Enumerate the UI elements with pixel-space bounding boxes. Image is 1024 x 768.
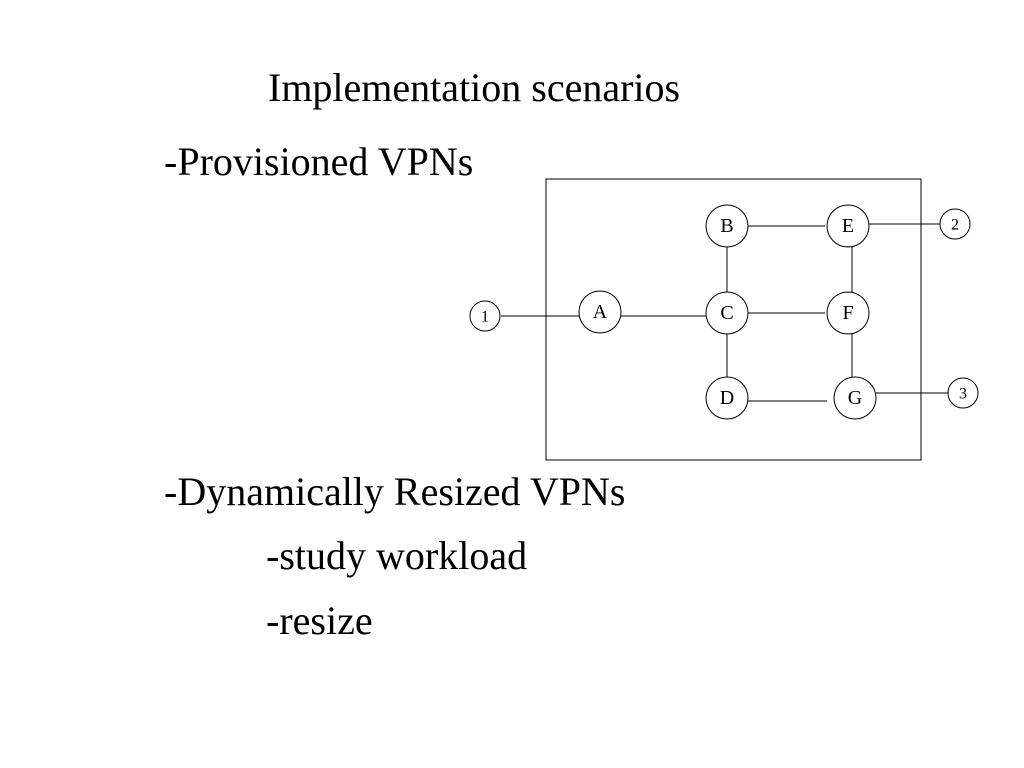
node-C-label: C	[720, 302, 733, 324]
bullet-provisioned-vpns: -Provisioned VPNs	[164, 139, 474, 184]
slide-title: Implementation scenarios	[268, 65, 681, 110]
node-F: F	[826, 291, 870, 335]
endpoint-3-label: 3	[959, 386, 967, 403]
sub-bullet-resize: -resize	[266, 598, 373, 643]
node-E-label: E	[842, 215, 854, 237]
endpoint-3: 3	[947, 377, 979, 409]
node-D: D	[705, 376, 749, 420]
bullet-dynamically-resized-vpns: -Dynamically Resized VPNs	[164, 469, 626, 514]
endpoint-2-label: 2	[951, 217, 959, 234]
endpoint-1-label: 1	[481, 309, 489, 326]
node-C: C	[705, 291, 749, 335]
endpoint-1: 1	[469, 300, 501, 332]
node-E: E	[826, 204, 870, 248]
node-D-label: D	[720, 387, 734, 409]
network-boundary	[545, 178, 922, 461]
node-F-label: F	[842, 302, 853, 324]
node-B: B	[705, 204, 749, 248]
node-B-label: B	[720, 215, 733, 237]
node-G: G	[833, 376, 877, 420]
node-A-label: A	[593, 301, 608, 323]
node-G-label: G	[848, 387, 862, 409]
node-A: A	[578, 290, 622, 334]
sub-bullet-study-workload: -study workload	[266, 533, 528, 578]
endpoint-2: 2	[939, 208, 971, 240]
